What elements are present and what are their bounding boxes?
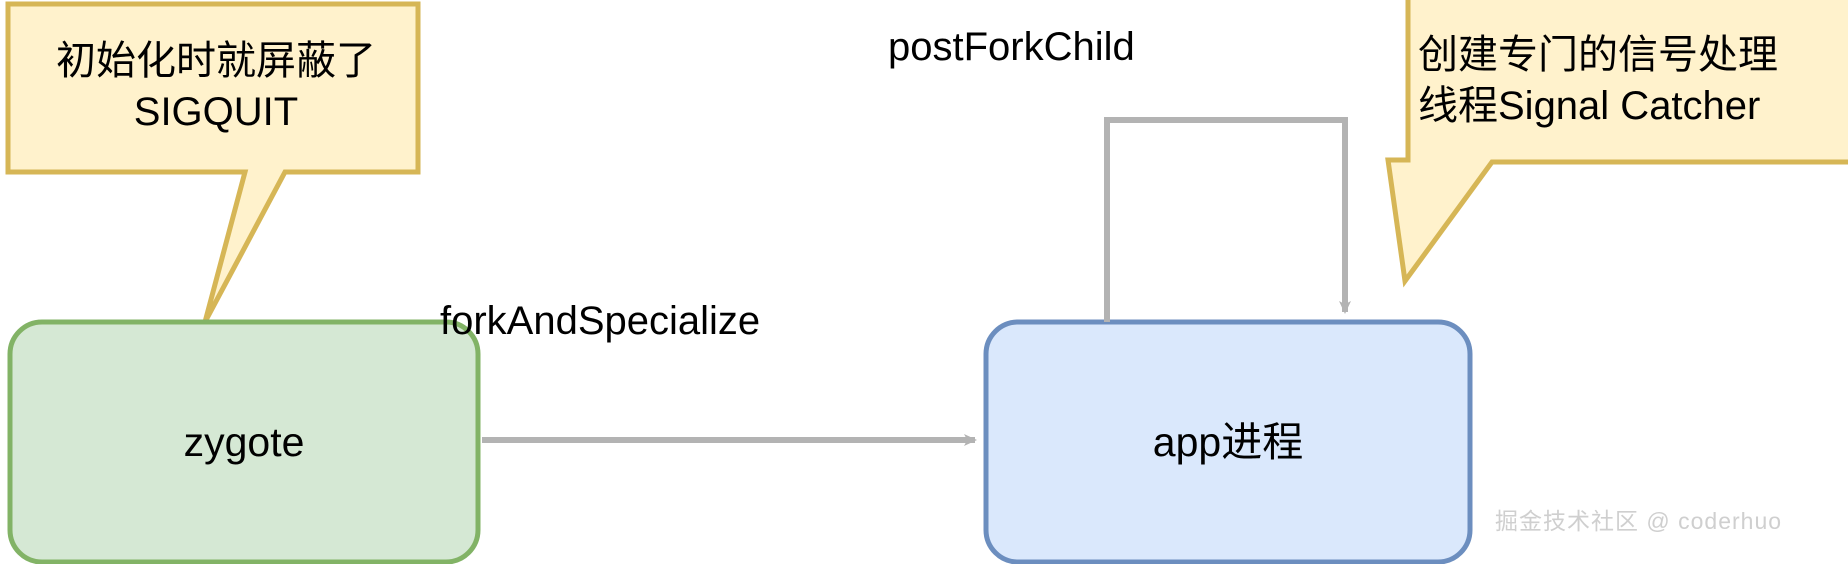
watermark: 掘金技术社区 @ coderhuo bbox=[1495, 508, 1783, 534]
node-app-process-label[interactable]: app进程 bbox=[1152, 418, 1304, 465]
edge-post-fork-child bbox=[1104, 117, 1351, 322]
node-zygote-shape[interactable] bbox=[7, 319, 481, 564]
edge-label-fork-and-specialize: forkAndSpecialize bbox=[440, 299, 761, 344]
node-zygote-label[interactable]: zygote bbox=[183, 418, 305, 465]
callout-right-text: 创建专门的信号处理 线程Signal Catcher bbox=[1418, 32, 1778, 128]
callout-left-shape bbox=[5, 1, 421, 324]
callout-right-shape bbox=[1385, 0, 1848, 288]
edge-label-post-fork-child: postForkChild bbox=[888, 25, 1135, 70]
callout-left-text: 初始化时就屏蔽了 SIGQUIT bbox=[56, 38, 376, 134]
node-app-process-shape[interactable] bbox=[983, 319, 1473, 564]
